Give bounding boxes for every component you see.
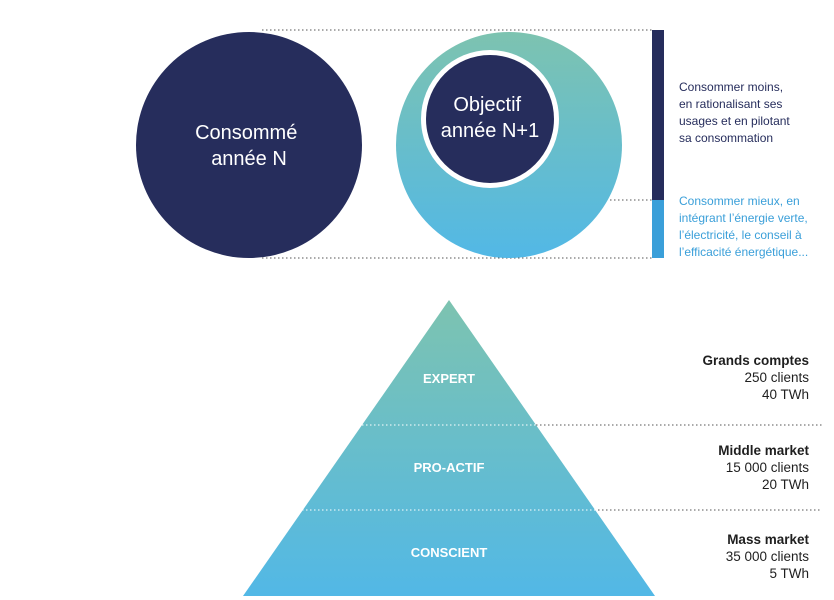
tier-label-conscient: CONSCIENT: [411, 545, 488, 560]
note-consume-better-line: Consommer mieux, en: [679, 194, 800, 208]
segment-clients: 250 clients: [744, 370, 809, 385]
segment-clients: 35 000 clients: [725, 549, 809, 564]
note-consume-less: Consommer moins, en rationalisant ses us…: [679, 79, 790, 147]
bar-consume-better: [652, 200, 664, 258]
pyramid: [243, 300, 655, 596]
segment-name: Middle market: [718, 443, 809, 458]
segment-energy: 20 TWh: [761, 477, 809, 492]
note-consume-less-line: en rationalisant ses: [679, 97, 783, 111]
segment-name: Grands comptes: [702, 353, 809, 368]
circle-target: [426, 55, 554, 183]
circle-consumed-line-2: année N: [211, 148, 287, 170]
segment-grands-comptes: Grands comptes 250 clients 40 TWh: [589, 352, 809, 403]
circle-target-label: Objectif année N+1: [441, 94, 539, 142]
note-consume-better-line: l’électricité, le conseil à: [679, 228, 802, 242]
note-consume-better-line: intégrant l’énergie verte,: [679, 211, 808, 225]
circle-target-line-1: Objectif: [453, 94, 521, 116]
segment-energy: 5 TWh: [769, 566, 809, 581]
note-consume-less-line: usages et en pilotant: [679, 114, 790, 128]
note-consume-less-line: sa consommation: [679, 131, 774, 145]
note-consume-better-line: l’efficacité énergétique...: [679, 245, 809, 259]
note-consume-less-line: Consommer moins,: [679, 80, 784, 94]
note-consume-better: Consommer mieux, en intégrant l’énergie …: [679, 193, 808, 261]
segment-name: Mass market: [727, 532, 809, 547]
segment-clients: 15 000 clients: [725, 460, 809, 475]
tier-label-pro-actif: PRO-ACTIF: [414, 460, 485, 475]
circle-consumed: [136, 32, 362, 258]
circle-consumed-label: Consommé année N: [195, 122, 303, 170]
tier-label-expert: EXPERT: [423, 371, 475, 386]
bar-consume-less: [652, 30, 664, 200]
circle-target-line-2: année N+1: [441, 120, 539, 142]
circle-consumed-line-1: Consommé: [195, 122, 297, 144]
segment-mass-market: Mass market 35 000 clients 5 TWh: [589, 531, 809, 582]
segment-middle-market: Middle market 15 000 clients 20 TWh: [589, 442, 809, 493]
segment-energy: 40 TWh: [761, 387, 809, 402]
